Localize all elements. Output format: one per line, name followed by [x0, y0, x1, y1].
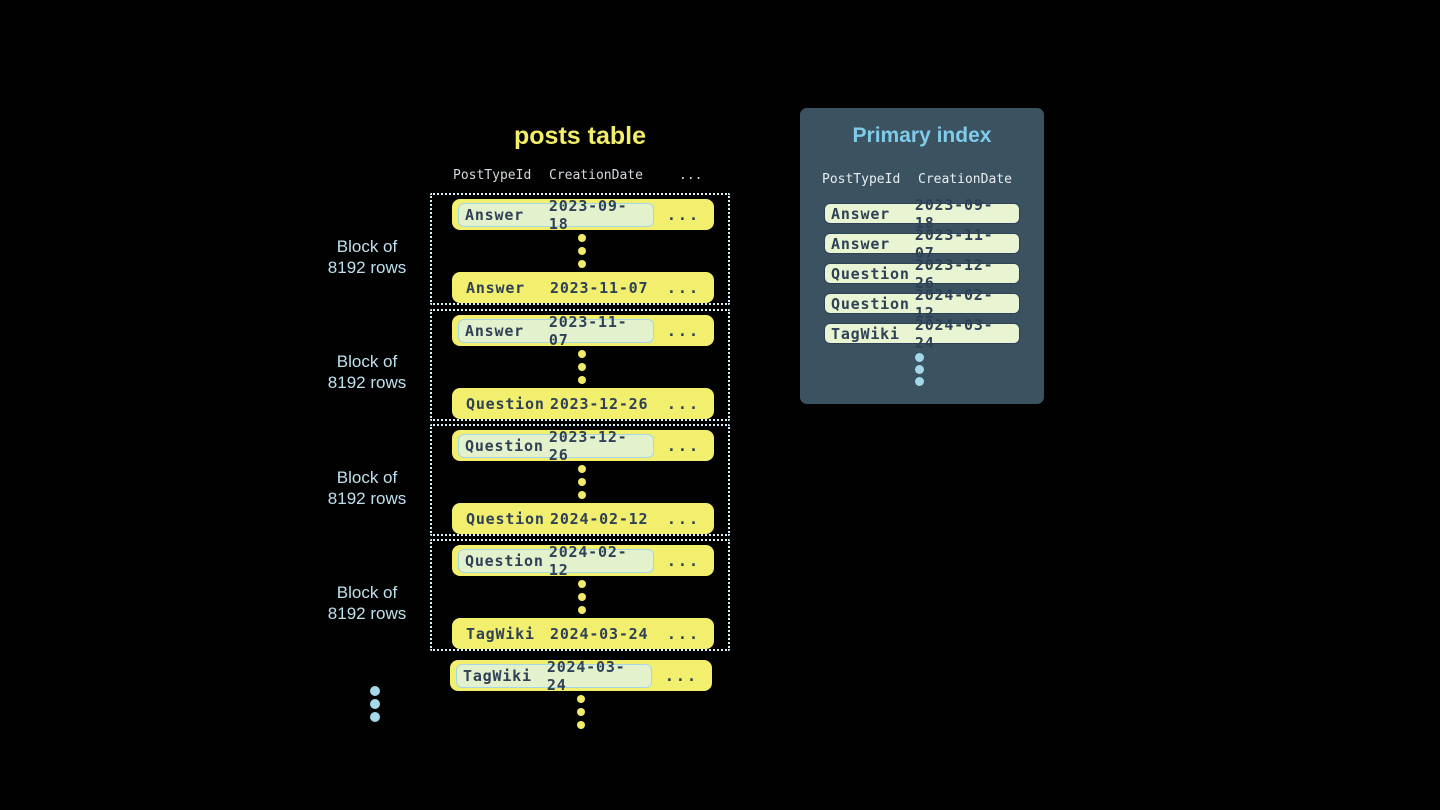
- primary-index-rows: Answer 2023-09-18 Answer 2023-11-07 Ques…: [824, 196, 1020, 353]
- dot: [578, 580, 586, 588]
- indexed-values-highlight: Question 2024-02-12: [458, 543, 654, 579]
- index-row: TagWiki 2024-03-24: [824, 316, 1020, 352]
- indexed-values-highlight: Answer 2023-11-07: [458, 313, 654, 349]
- dot: [578, 478, 586, 486]
- dot: [370, 699, 380, 709]
- dot: [578, 593, 586, 601]
- row-ellipsis: ...: [666, 394, 700, 413]
- primary-index-title: Primary index: [852, 124, 992, 147]
- dot: [578, 491, 586, 499]
- posts-block-1: Answer 2023-09-18 ... Answer 2023-11-07 …: [430, 193, 730, 305]
- row-posttypeid: Question: [466, 394, 545, 413]
- more-blocks-dots: [370, 686, 380, 725]
- posts-table-title: posts table: [514, 122, 646, 150]
- ellipsis-dots-vertical: [578, 465, 586, 504]
- column-header-creationdate: CreationDate: [918, 172, 1012, 187]
- dot: [577, 695, 585, 703]
- ellipsis-dots-vertical: [578, 234, 586, 273]
- dot: [578, 247, 586, 255]
- row-creationdate: 2023-12-26: [548, 427, 628, 464]
- table-row: Question 2023-12-26 ...: [452, 428, 714, 464]
- dot: [578, 350, 586, 358]
- dot: [915, 377, 924, 386]
- column-header-posttypeid: PostTypeId: [822, 172, 901, 187]
- row-ellipsis: ...: [666, 321, 700, 340]
- column-header-posttypeid: PostTypeId: [453, 168, 532, 183]
- row-creationdate: 2024-03-24: [550, 624, 649, 643]
- table-row-overflow: TagWiki 2024-03-24 ...: [450, 658, 712, 694]
- column-header-ellipsis: ...: [679, 168, 703, 183]
- row-ellipsis: ...: [666, 436, 700, 455]
- row-creationdate: 2023-11-07: [548, 312, 628, 349]
- row-ellipsis: ...: [666, 624, 700, 643]
- ellipsis-dots-vertical: [578, 580, 586, 619]
- row-ellipsis: ...: [666, 509, 700, 528]
- row-creationdate: 2024-02-12: [548, 542, 628, 579]
- posts-block-4: Question 2024-02-12 ... TagWiki 2024-03-…: [430, 539, 730, 651]
- dot: [578, 234, 586, 242]
- ellipsis-dots-vertical: [915, 353, 924, 389]
- index-row: Answer 2023-09-18: [824, 196, 1020, 232]
- row-creationdate: 2023-12-26: [550, 394, 649, 413]
- row-ellipsis: ...: [666, 551, 700, 570]
- indexed-values-highlight: TagWiki 2024-03-24: [456, 658, 652, 694]
- table-row: Question 2023-12-26 ...: [452, 388, 714, 419]
- dot: [577, 708, 585, 716]
- table-row: TagWiki 2024-03-24 ...: [452, 618, 714, 649]
- dot: [370, 686, 380, 696]
- row-creationdate: 2023-09-18: [548, 196, 628, 233]
- row-ellipsis: ...: [666, 205, 700, 224]
- table-row: Answer 2023-11-07 ...: [452, 272, 714, 303]
- dot: [578, 606, 586, 614]
- row-ellipsis: ...: [666, 278, 700, 297]
- table-row: Answer 2023-09-18 ...: [452, 197, 714, 233]
- index-row: Question 2024-02-12: [824, 286, 1020, 322]
- dot: [578, 363, 586, 371]
- index-row: Answer 2023-11-07: [824, 226, 1020, 262]
- dot: [578, 376, 586, 384]
- block-label-3: Block of 8192 rows: [327, 468, 407, 508]
- ellipsis-dots-vertical: [578, 350, 586, 389]
- primary-index-panel: Primary index PostTypeId CreationDate An…: [800, 108, 1044, 404]
- ellipsis-dots-vertical: [577, 695, 585, 734]
- column-header-creationdate: CreationDate: [549, 168, 643, 183]
- dot: [577, 721, 585, 729]
- block-label-4: Block of 8192 rows: [327, 583, 407, 623]
- dot: [578, 260, 586, 268]
- dot: [370, 712, 380, 722]
- row-posttypeid: Question: [465, 551, 544, 570]
- row-creationdate: 2023-11-07: [550, 278, 649, 297]
- row-ellipsis: ...: [664, 666, 698, 685]
- posts-block-2: Answer 2023-11-07 ... Question 2023-12-2…: [430, 309, 730, 421]
- table-row: Answer 2023-11-07 ...: [452, 313, 714, 349]
- indexed-values-highlight: Answer 2023-09-18: [458, 197, 654, 233]
- index-row: Question 2023-12-26: [824, 256, 1020, 292]
- row-posttypeid: Answer: [466, 278, 525, 297]
- row-posttypeid: Question: [466, 509, 545, 528]
- dot: [578, 465, 586, 473]
- row-creationdate: 2024-03-24: [546, 657, 626, 694]
- row-posttypeid: Answer: [465, 205, 524, 224]
- row-posttypeid: TagWiki: [463, 666, 532, 685]
- table-row: Question 2024-02-12 ...: [452, 543, 714, 579]
- row-posttypeid: Answer: [465, 321, 524, 340]
- posts-block-3: Question 2023-12-26 ... Question 2024-02…: [430, 424, 730, 536]
- dot: [915, 353, 924, 362]
- row-posttypeid: Question: [465, 436, 544, 455]
- row-posttypeid: TagWiki: [466, 624, 535, 643]
- block-label-2: Block of 8192 rows: [327, 352, 407, 392]
- indexed-values-highlight: Question 2023-12-26: [458, 428, 654, 464]
- dot: [915, 365, 924, 374]
- row-creationdate: 2024-02-12: [550, 509, 649, 528]
- table-row: Question 2024-02-12 ...: [452, 503, 714, 534]
- block-label-1: Block of 8192 rows: [327, 237, 407, 277]
